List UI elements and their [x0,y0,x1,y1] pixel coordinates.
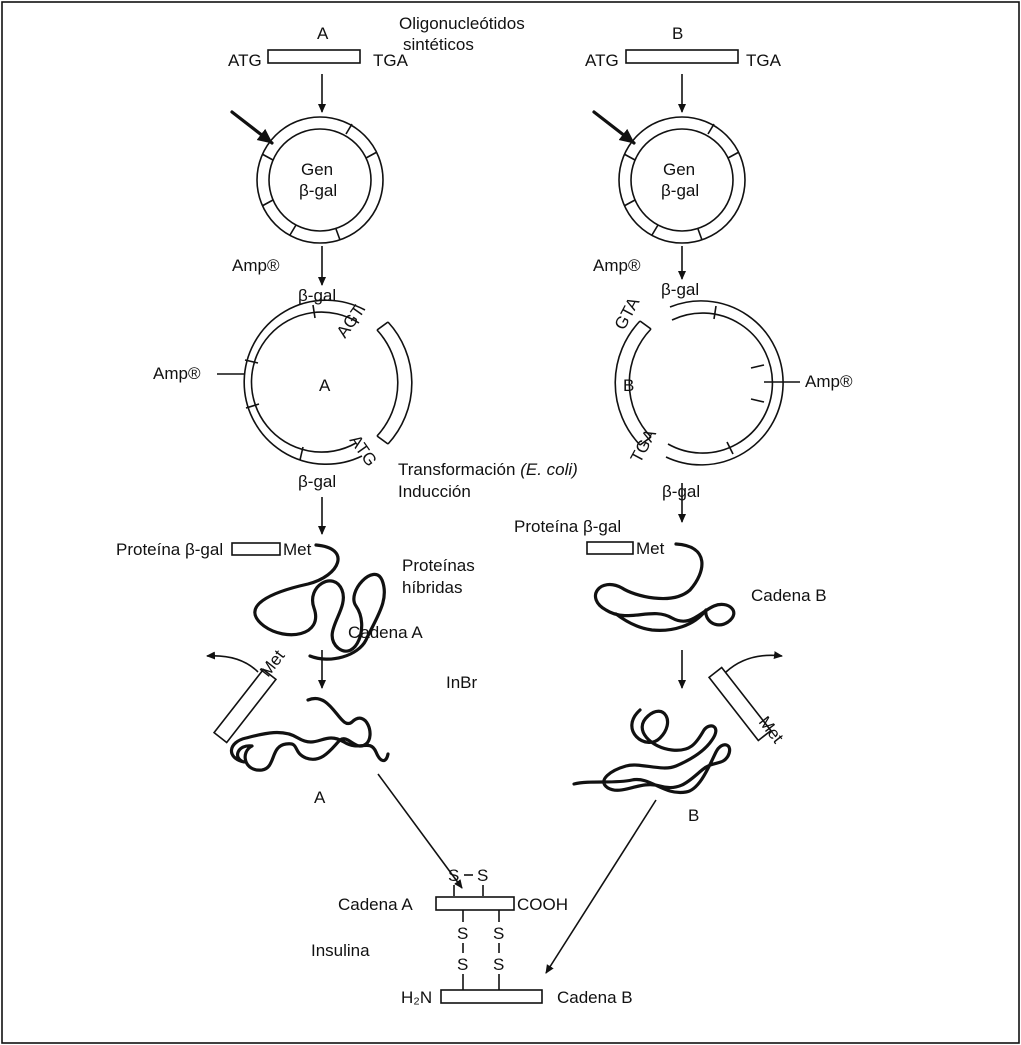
oligo-a-tga: TGA [373,51,409,70]
transformacion-label: Transformación (E. coli) [398,460,578,479]
free-chain-b [574,710,730,793]
induccion-label: Inducción [398,482,471,501]
cooh-label: COOH [517,895,568,914]
bgal-bottom-b: β-gal [662,482,700,501]
amp-label-b2: Amp® [805,372,853,391]
insulin-cadena-a: Cadena A [338,895,413,914]
segment-a-label: A [319,376,331,395]
chain-b-label: B [688,806,699,825]
oligo-b-tga: TGA [746,51,782,70]
met-release-arrow-b [726,655,782,672]
e-coli-text: (E. coli) [520,460,578,479]
bgal-top-b: β-gal [661,280,699,299]
insertion-arrow-b [594,112,634,143]
proteinas-label: Proteínas [402,556,475,575]
bgal-protein-box-a [232,543,280,555]
oligo-b-segment [626,50,738,63]
plasmid-b-small [619,117,745,243]
ss-top-s1: S [448,866,459,885]
oligo-a-atg: ATG [228,51,262,70]
amp-label-a2: Amp® [153,364,201,383]
insulin-structure: S S Cadena A COOH S S S S Insulina H₂N C… [311,866,633,1007]
proteina-bgal-a: Proteína β-gal [116,540,223,559]
met-label-b: Met [636,539,665,558]
arrow-b-to-insulin [546,800,656,973]
oligo-title-line1: Oligonucleótidos [399,14,525,33]
insulin-chain-a-box [436,897,514,910]
insulin-chain-b-box [441,990,542,1003]
gen-label-a: Gen [301,160,333,179]
bgal-bottom-a: β-gal [298,472,336,491]
h2n-label: H₂N [401,988,432,1007]
chain-a-label: A [314,788,326,807]
bgal-protein-box-b [587,542,633,554]
oligo-title-line2: sintéticos [403,35,474,54]
oligo-a-label: A [317,24,329,43]
plasmid-a-small [257,117,383,243]
oligo-a-segment [268,50,360,63]
insulin-cadena-b: Cadena B [557,988,633,1007]
hybrid-chain-a [255,545,385,659]
met-fragment-a [214,670,276,743]
insertion-arrow-a [232,112,272,143]
ss-top-s2: S [477,866,488,885]
free-chain-a [231,698,388,770]
cadena-b-label: Cadena B [751,586,827,605]
atg-label-a: ATG [346,431,381,469]
bgal-label-a: β-gal [299,181,337,200]
hybrid-chain-b [595,544,733,630]
inbr-label: InBr [446,673,478,692]
tga-label-b: TGA [627,426,660,466]
ss-right-s1: S [493,924,504,943]
oligo-b-label: B [672,24,683,43]
ss-left-s1: S [457,924,468,943]
amp-label-b1: Amp® [593,256,641,275]
ss-left-s2: S [457,955,468,974]
cadena-a-label: Cadena A [348,623,423,642]
gen-label-b: Gen [663,160,695,179]
oligo-b-atg: ATG [585,51,619,70]
segment-b-label: B [623,376,634,395]
agt-label: AGT [333,302,369,342]
insulina-label: Insulina [311,941,370,960]
proteina-bgal-b: Proteína β-gal [514,517,621,536]
hibridas-label: híbridas [402,578,462,597]
transformacion-text: Transformación [398,460,520,479]
met-label-a: Met [283,540,312,559]
bgal-label-b: β-gal [661,181,699,200]
met-release-arrow-a [207,656,258,672]
bgal-top-a: β-gal [298,286,336,305]
gta-label: GTA [611,294,644,333]
ss-right-s2: S [493,955,504,974]
amp-label-a1: Amp® [232,256,280,275]
